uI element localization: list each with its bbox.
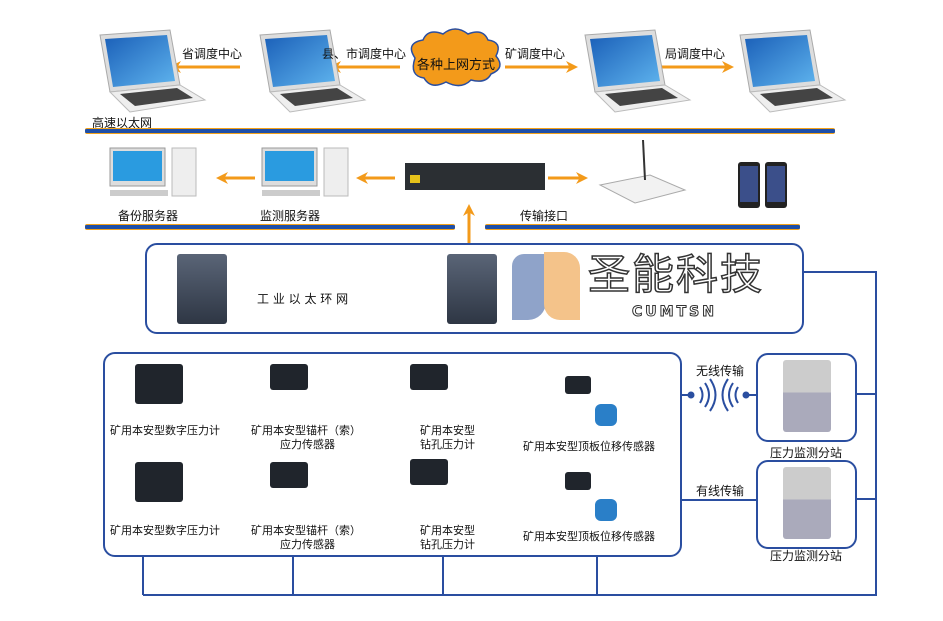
ring-switch-device [447, 254, 497, 324]
industrial-ring-network-box: 工 业 以 太 环 网 [145, 243, 804, 334]
label-backup-server: 备份服务器 [118, 209, 179, 223]
sensor-label: 钻孔压力计 [420, 438, 475, 451]
ethernet-line [85, 128, 835, 134]
sensor-label: 矿用本安型数字压力计 [110, 524, 220, 537]
sensor-label: 应力传感器 [280, 438, 335, 451]
server-line-right [485, 224, 800, 230]
anchor-stress-sensor [270, 364, 308, 390]
sensor-box: 矿用本安型数字压力计 矿用本安型锚杆（索） 应力传感器 矿用本安型 钻孔压力计 … [103, 352, 682, 557]
ring-network-label: 工 业 以 太 环 网 [257, 292, 349, 306]
sensor-label: 矿用本安型顶板位移传感器 [523, 440, 655, 453]
digital-pressure-gauge [135, 364, 183, 404]
sensor-label: 矿用本安型锚杆（索） [251, 424, 361, 437]
pressure-station-box [756, 353, 857, 442]
station-label: 压力监测分站 [770, 549, 843, 563]
logo-shape-blue [512, 254, 546, 320]
sensor-label: 矿用本安型 [420, 424, 475, 437]
digital-pressure-gauge [135, 462, 183, 502]
label-high-speed-ethernet: 高速以太网 [92, 116, 153, 130]
router-device [598, 139, 687, 204]
displacement-sensor-base [595, 499, 617, 521]
logo-shape-orange [544, 252, 580, 320]
displacement-sensor-base [595, 404, 617, 426]
anchor-stress-sensor [270, 462, 308, 488]
sensor-label: 矿用本安型顶板位移传感器 [523, 530, 655, 543]
label-transmission-interface: 传输接口 [520, 209, 569, 223]
sensor-label: 矿用本安型锚杆（索） [251, 524, 361, 537]
phones [738, 162, 787, 208]
logo-subtext: CUMTSN [632, 304, 717, 321]
label-county-city-center: 县、市调度中心 [322, 47, 407, 61]
label-bureau-center: 局调度中心 [665, 47, 726, 61]
borehole-pressure-gauge [410, 364, 448, 390]
pressure-station-box [756, 460, 857, 549]
company-logo: 圣能科技 CUMTSN [512, 250, 797, 325]
arrows [169, 61, 734, 245]
roof-displacement-sensor [565, 472, 591, 490]
cloud-label: 各种上网方式 [417, 58, 496, 73]
sensor-label: 矿用本安型数字压力计 [110, 424, 220, 437]
switch-device [405, 163, 545, 190]
sensor-label: 钻孔压力计 [420, 538, 475, 551]
sensor-label: 应力传感器 [280, 538, 335, 551]
label-provincial-center: 省调度中心 [182, 47, 243, 61]
label-monitor-server: 监测服务器 [260, 209, 321, 223]
roof-displacement-sensor [565, 376, 591, 394]
pressure-station-device [783, 360, 831, 432]
desktop-computers [109, 147, 349, 197]
laptops [99, 29, 847, 113]
ring-switch-device [177, 254, 227, 324]
connection-lines [142, 271, 877, 596]
sensor-label: 矿用本安型 [420, 524, 475, 537]
server-line-left [85, 224, 455, 230]
pressure-station-device [783, 467, 831, 539]
borehole-pressure-gauge [410, 459, 448, 485]
cloud-shape [410, 28, 501, 87]
wireless-label: 无线传输 [696, 364, 745, 378]
wired-label: 有线传输 [696, 484, 745, 498]
station-label: 压力监测分站 [770, 446, 843, 460]
logo-text: 圣能科技 [587, 250, 765, 300]
label-mine-center: 矿调度中心 [505, 47, 566, 61]
